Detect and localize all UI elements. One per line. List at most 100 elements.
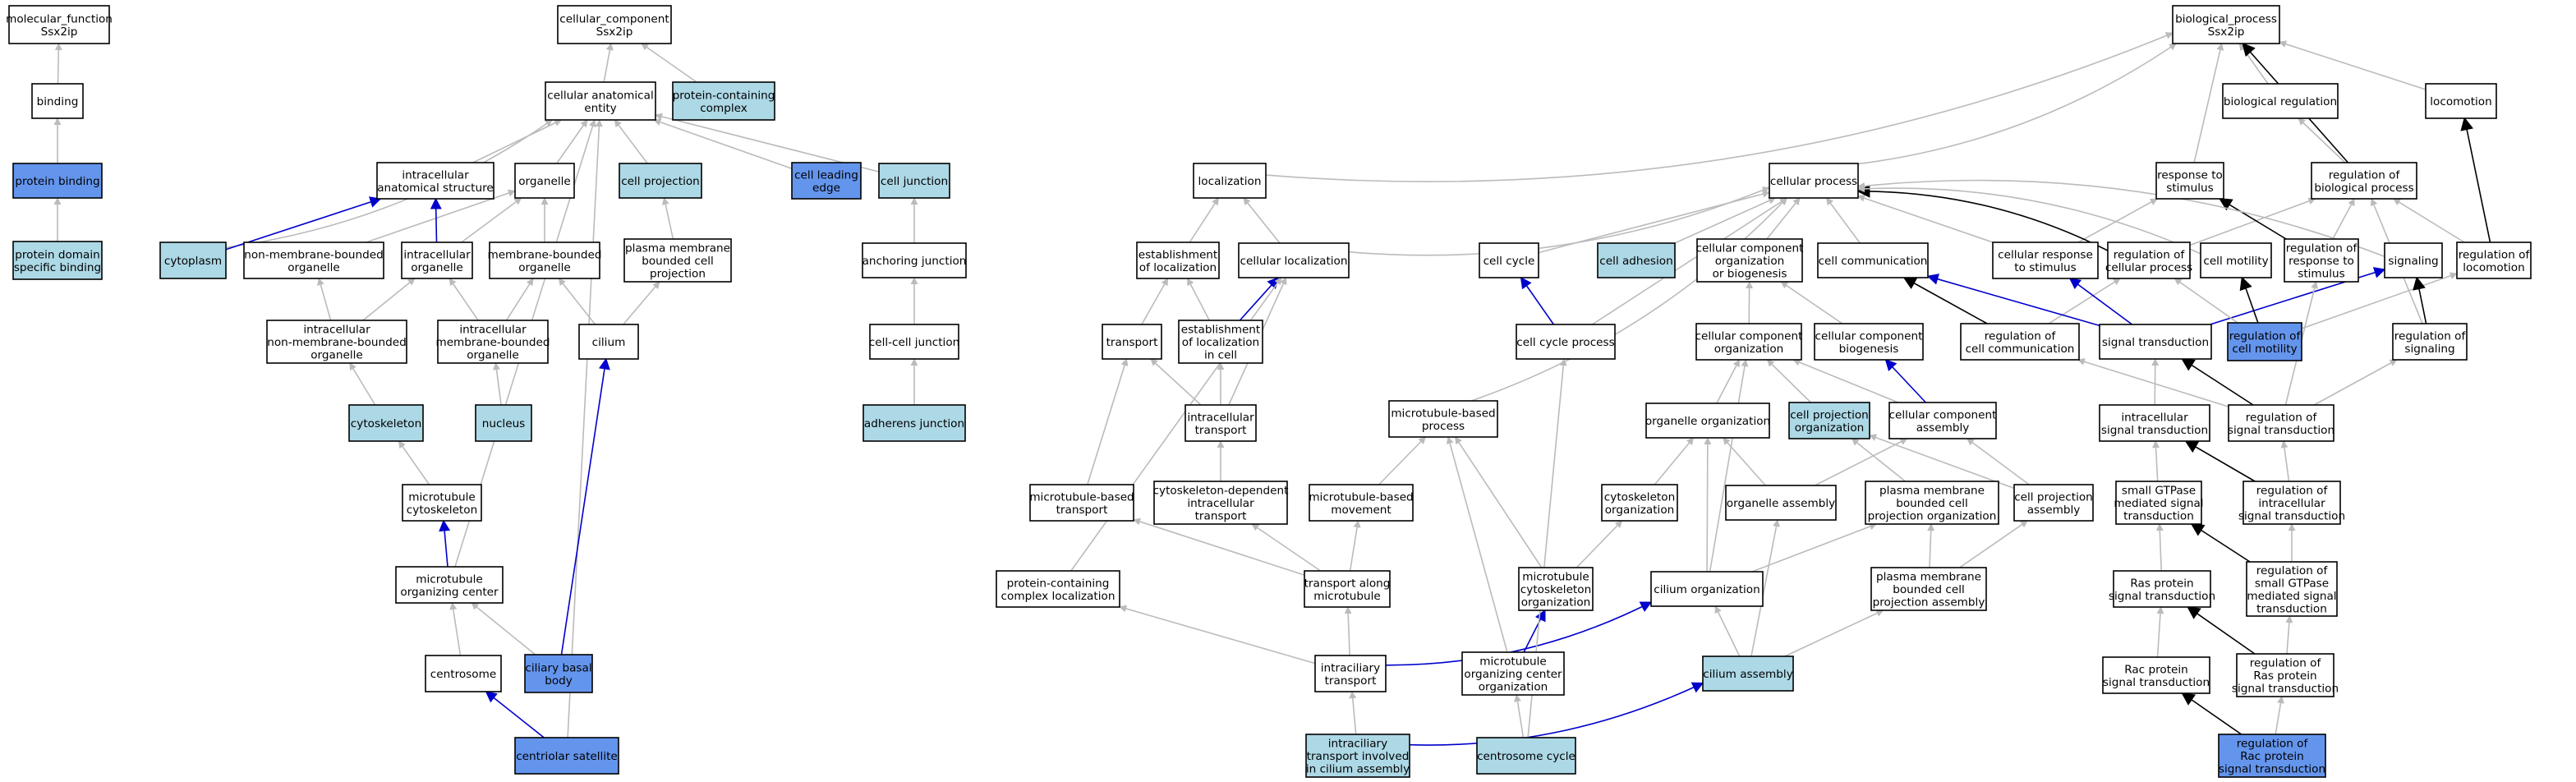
- edge-cilium-to-mbo: [558, 278, 596, 325]
- node-label-line: ciliary basal: [525, 661, 591, 674]
- node-box: [1865, 481, 1999, 525]
- edge-rrac-to-rac_st: [2181, 692, 2242, 735]
- node-box: [1184, 404, 1257, 442]
- node-label-line: organelle: [518, 175, 571, 188]
- node-label-line: cell motility: [2232, 343, 2297, 356]
- edge-rst-to-sig_trans: [2181, 358, 2254, 406]
- node-box: [619, 163, 702, 199]
- node-label-line: plasma membrane: [1879, 485, 1985, 498]
- edge-sgmst-to-ist: [2152, 440, 2160, 482]
- node-label-line: locomotion: [2430, 95, 2491, 108]
- node-box: [1601, 484, 1678, 522]
- node-box: [2311, 162, 2417, 200]
- node-box: [1725, 485, 1837, 521]
- node-box: [1479, 242, 1539, 278]
- node-box: [2227, 322, 2302, 361]
- node-label-line: transport: [1195, 510, 1247, 523]
- node-box: [557, 5, 672, 44]
- edge-eolc-to-eol: [1186, 278, 1211, 321]
- node-label-line: cytoskeleton: [1604, 490, 1675, 504]
- edge-oa-to-org_org: [1723, 437, 1766, 486]
- edge-cpa-to-cca: [1966, 438, 2030, 485]
- node-label-line: membrane-bounded: [435, 336, 550, 349]
- node-label-line: cellular component: [1815, 329, 1923, 343]
- node-label-line: projection: [650, 268, 706, 281]
- edge-mtcs-to-cytoskeleton: [398, 440, 430, 485]
- node-label-line: projection assembly: [1873, 596, 1985, 610]
- node-label-line: organizing center: [1464, 668, 1562, 681]
- node-box: [437, 320, 549, 364]
- node-label-line: biological_process: [2175, 12, 2277, 25]
- edge-cilium-to-pmbcp: [623, 281, 660, 325]
- node-label-line: assembly: [1916, 421, 1970, 435]
- node-box: [1645, 402, 1770, 439]
- edge-pmbcp-to-cell_projection: [661, 197, 674, 240]
- node-box: [1388, 400, 1498, 438]
- node-cil_asm: cilium assembly: [1702, 656, 1794, 692]
- edge-inmbo-to-nmbo: [317, 278, 332, 321]
- node-localization: localization: [1193, 163, 1267, 199]
- node-anch: anchoring junction: [862, 242, 967, 278]
- edge-pmbcpa-to-cpa: [1959, 520, 2028, 568]
- node-label-line: signaling: [2388, 255, 2438, 268]
- node-box: [862, 242, 967, 278]
- node-label-line: or biogenesis: [1713, 268, 1787, 281]
- node-label-line: organelle: [310, 349, 363, 362]
- edge-ift-to-cil_org: [1385, 601, 1653, 666]
- node-box: [1696, 238, 1803, 283]
- node-label-line: centrosome cycle: [1477, 750, 1576, 763]
- node-label-line: intracellular: [459, 324, 527, 337]
- edge-rsgmst-to-sgmst: [2190, 523, 2251, 563]
- node-label-line: cellular component: [1695, 329, 1803, 343]
- node-label-line: protein-containing: [673, 89, 775, 102]
- node-label-line: intracellular: [403, 248, 471, 261]
- edge-io-to-organelle: [461, 197, 522, 243]
- edge-localization-to-bp: [1265, 32, 2174, 182]
- node-protein_binding: protein binding: [12, 163, 103, 199]
- node-box: [2284, 238, 2359, 283]
- node-box: [1461, 651, 1565, 696]
- edge-ccp-to-cell_cycle: [1520, 276, 1555, 325]
- edge-rbp-to-bio_reg: [2298, 117, 2346, 163]
- node-box: [2155, 162, 2224, 200]
- node-label-line: transport: [1195, 424, 1247, 437]
- node-label-line: anatomical structure: [377, 182, 494, 195]
- node-label-line: centriolar satellite: [516, 750, 618, 763]
- edge-rist-to-ist: [2184, 440, 2256, 482]
- edge-cil_asm-to-oa: [1750, 519, 1780, 657]
- node-label-line: centrosome: [430, 668, 496, 681]
- edge-locomotion-to-bp: [2279, 40, 2426, 90]
- node-label-line: intraciliary: [1321, 661, 1380, 674]
- node-label-line: mediated signal: [2114, 497, 2203, 510]
- node-box: [401, 242, 473, 279]
- node-label-line: protein-containing: [1007, 577, 1110, 590]
- edge-cytoplasm-to-cae: [225, 119, 553, 249]
- edge-mtoco-to-mtcso: [1523, 609, 1546, 653]
- node-label-line: regulation of: [2329, 168, 2401, 182]
- node-cilium: cilium: [578, 324, 639, 360]
- node-label-line: regulation of: [2114, 248, 2186, 261]
- node-label-line: intracellular: [1187, 497, 1254, 510]
- node-label-line: intracellular: [402, 168, 469, 182]
- node-box: [31, 83, 84, 119]
- node-label-line: transduction: [2123, 510, 2194, 523]
- edge-organelle-to-cae: [556, 119, 588, 164]
- node-cell_adh: cell adhesion: [1597, 242, 1676, 278]
- node-label-line: binding: [37, 95, 79, 108]
- node-label-line: process: [1422, 420, 1465, 433]
- node-box: [1153, 481, 1288, 525]
